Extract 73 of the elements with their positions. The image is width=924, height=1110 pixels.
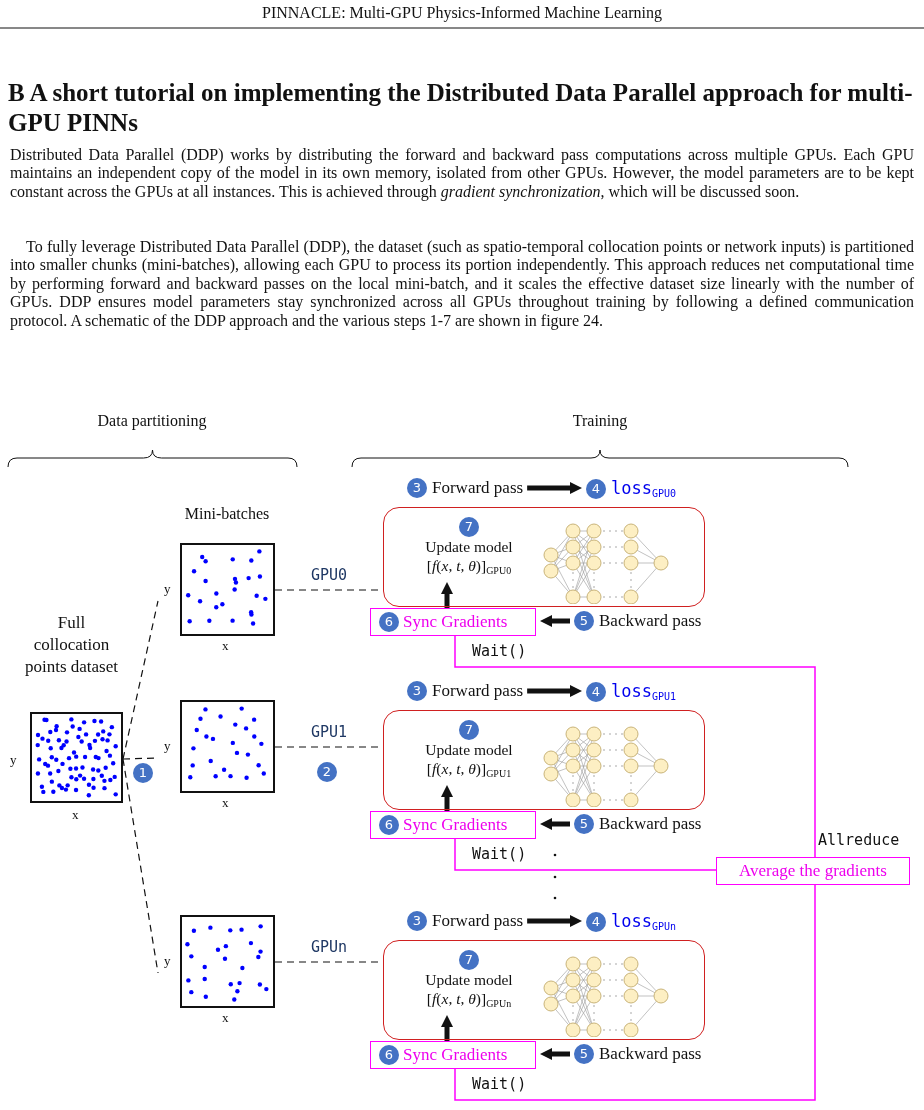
- model-box: [383, 710, 705, 810]
- step-number-badge: 7: [459, 950, 479, 970]
- step-number-badge: 6: [379, 815, 399, 835]
- model-box: [383, 940, 705, 1040]
- paragraph: To fully leverage Distributed Data Parallel (DDP), the dataset (such as spatio-temporal collocation points or network inputs) is partitioned into smaller chunks (mini-batches), allowing each GPU to process its portion independently. This approach reduces net computational time by performing forward and backward passes on the local mini-batch, and it scales the effective dataset size linearly with the number of GPUs. DDP ensures model parameters stay synchronized across all GPUs throughout training by following a defined communication protocol. A schematic of the DDP approach and the various steps 1-7 are shown in figure 24.: [10, 238, 914, 331]
- box-text: Update model: [424, 970, 514, 989]
- axis-label: x: [222, 1010, 229, 1026]
- operation-label: Allreduce: [818, 831, 900, 849]
- box-text: Update model: [424, 537, 514, 556]
- axis-label: x: [222, 795, 229, 811]
- block-arrow: [441, 785, 453, 811]
- plot-title: Full collocation points dataset: [24, 612, 119, 678]
- step-label: Backward pass: [599, 814, 702, 834]
- running-header: PINNACLE: Multi-GPU Physics-Informed Machine Learning: [261, 4, 663, 22]
- section-heading: B A short tutorial on implementing the Distributed Data Parallel approach for multi-GPU PINNs: [8, 78, 914, 138]
- axis-label: x: [72, 807, 79, 823]
- step-label: Forward pass: [432, 681, 524, 701]
- axis-label: y: [164, 738, 171, 754]
- step-number-badge: 4: [586, 681, 606, 702]
- step-number-badge: 4: [586, 911, 606, 932]
- connector-line: [454, 884, 816, 1101]
- block-arrow: [540, 818, 570, 830]
- group-heading: Data partitioning: [96, 412, 208, 430]
- box-text: Sync Gradients: [403, 612, 508, 632]
- step-number-badge: 3: [407, 681, 427, 701]
- step-number-badge: 2: [317, 762, 337, 782]
- formula: [f(x, t, θ)]$_{GPUn}$: [425, 989, 513, 1011]
- step-label: Backward pass: [599, 611, 702, 631]
- dashed-connector: [122, 758, 159, 974]
- loss-label: loss$_{GPUn}$: [611, 911, 677, 932]
- step-number-badge: 3: [407, 911, 427, 931]
- block-arrow: [527, 482, 582, 494]
- group-heading: Training: [571, 412, 629, 430]
- step-number-badge: 5: [574, 1044, 594, 1064]
- step-label: Forward pass: [432, 478, 524, 498]
- block-arrow: [441, 582, 453, 608]
- step-label: Backward pass: [599, 1044, 702, 1064]
- loss-label: loss$_{GPU0}$: [611, 478, 677, 499]
- step-number-badge: 4: [586, 478, 606, 499]
- process-box: [370, 1041, 536, 1069]
- axis-label: y: [164, 581, 171, 597]
- step-number-badge: 7: [459, 517, 479, 537]
- step-label: Forward pass: [432, 911, 524, 931]
- block-arrow: [441, 1015, 453, 1041]
- box-text: Sync Gradients: [403, 815, 508, 835]
- step-number-badge: 5: [574, 814, 594, 834]
- loss-label: loss$_{GPU1}$: [611, 681, 677, 702]
- connector-line: [454, 635, 816, 858]
- step-number-badge: 6: [379, 612, 399, 632]
- axis-label: y: [164, 953, 171, 969]
- axis-label: x: [222, 638, 229, 654]
- box-text: Update model: [424, 740, 514, 759]
- process-box: [370, 608, 536, 636]
- block-arrow: [527, 915, 582, 927]
- axis-label: y: [10, 752, 17, 768]
- step-number-badge: 1: [133, 763, 153, 783]
- process-box: [370, 811, 536, 839]
- model-box: [383, 507, 705, 607]
- column-heading: Mini-batches: [183, 505, 271, 523]
- step-number-badge: 7: [459, 720, 479, 740]
- formula: [f(x, t, θ)]$_{GPU0}$: [425, 556, 513, 578]
- dashed-connector: [122, 600, 159, 760]
- step-number-badge: 3: [407, 478, 427, 498]
- block-arrow: [540, 615, 570, 627]
- step-number-badge: 6: [379, 1045, 399, 1065]
- paragraph: Distributed Data Parallel (DDP) works by distributing the forward and backward pass computations across multiple GPUs. Each GPU maintains an independent copy of the model in its own memory, isolated from other GPUs. However, the model parameters are to be kept constant across the GPUs at all instances. This is achieved through gradient synchronization, which will be discussed soon.: [10, 146, 914, 202]
- block-arrow: [527, 685, 582, 697]
- box-text: Sync Gradients: [403, 1045, 508, 1065]
- formula: [f(x, t, θ)]$_{GPU1}$: [425, 759, 513, 781]
- connector-line: [454, 838, 717, 871]
- block-arrow: [540, 1048, 570, 1060]
- process-box: Average the gradients: [716, 857, 910, 885]
- step-number-badge: 5: [574, 611, 594, 631]
